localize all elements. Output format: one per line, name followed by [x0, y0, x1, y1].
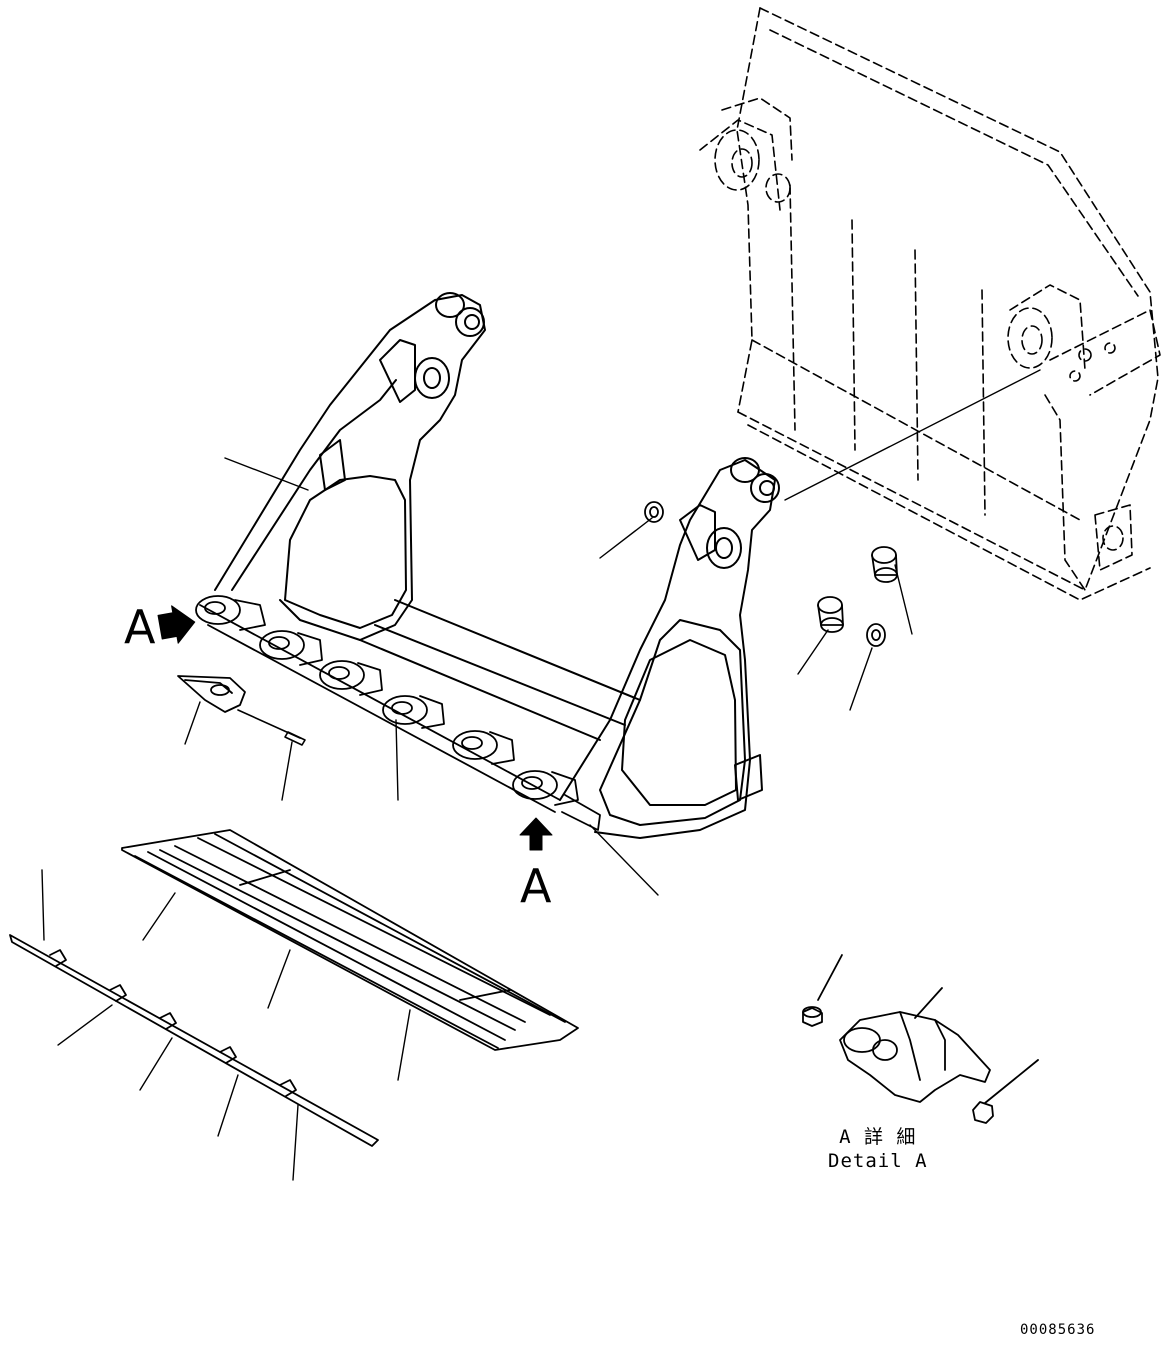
bushing-small [645, 502, 663, 522]
adapter-2 [260, 631, 322, 665]
tooth-pin [238, 710, 305, 745]
wear-plate-strip [10, 935, 378, 1146]
bushing-spacer-upper [872, 547, 897, 582]
view-letter-bottom: A [520, 859, 552, 913]
detail-a-caption: A 詳 細 Detail A [828, 1126, 928, 1174]
cutting-edge-plate [122, 830, 578, 1050]
bucket-frame-right-arm [560, 458, 779, 838]
bushing-spacer-lower [818, 597, 843, 632]
phantom-bucket-back [700, 8, 1160, 600]
view-letter-left: A [124, 600, 156, 654]
adapter-1 [196, 596, 265, 630]
view-arrow-bottom [520, 818, 552, 850]
bucket-frame-left-arm [215, 293, 485, 640]
adapter-6 [513, 771, 578, 805]
detail-a-caption-jp: A 詳 細 [839, 1126, 917, 1148]
adapter-row [196, 596, 600, 830]
loose-tooth [178, 676, 245, 712]
leader-lines [42, 370, 1040, 1180]
adapter-5 [453, 731, 514, 764]
detail-a-assembly [803, 955, 1038, 1123]
detail-a-caption-en: Detail A [828, 1149, 928, 1172]
adapter-3 [320, 661, 382, 695]
cross-beam [360, 600, 640, 740]
washer [867, 624, 885, 646]
view-arrow-left [157, 602, 198, 646]
adapter-4 [383, 696, 444, 728]
drawing-code: 00085636 [1020, 1322, 1096, 1338]
